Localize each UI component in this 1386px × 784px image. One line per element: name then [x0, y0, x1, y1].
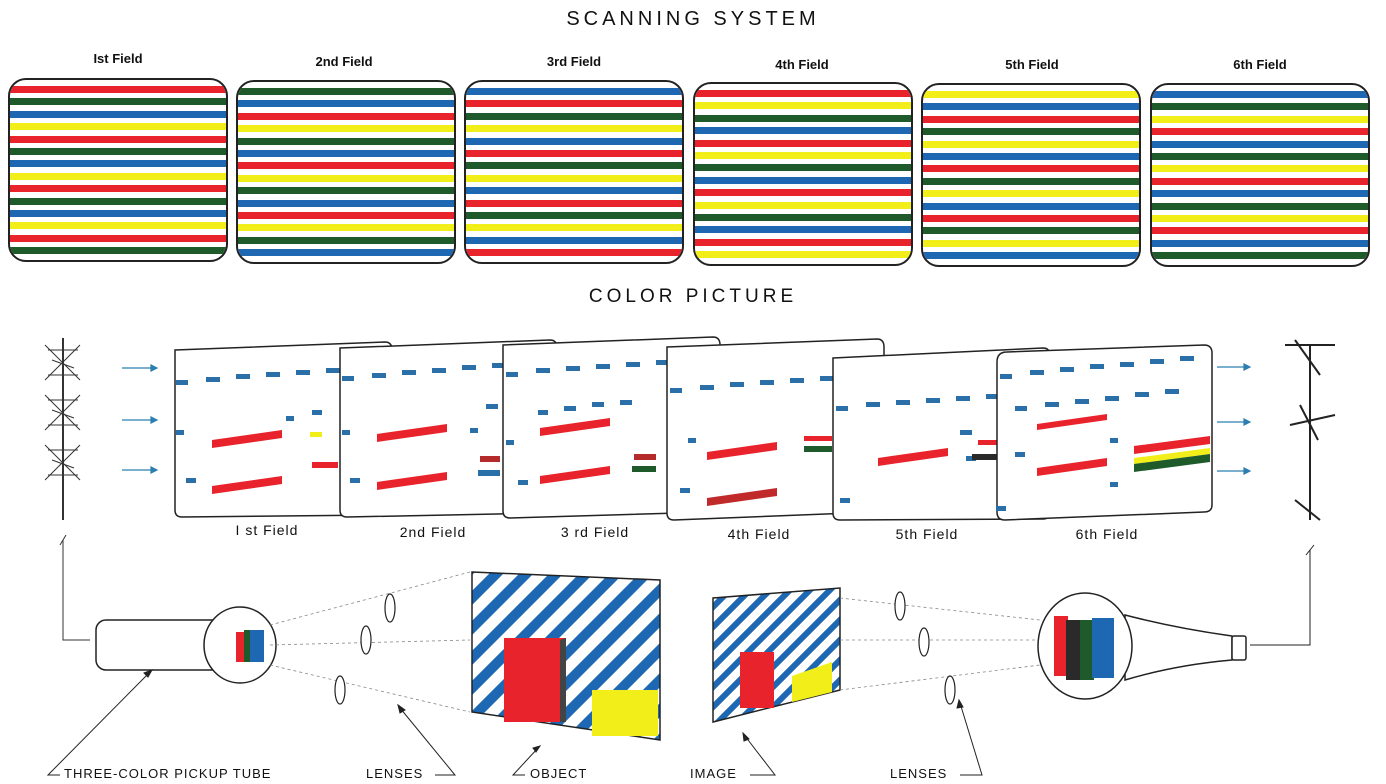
picture-field-label-6: 6th Field [1042, 526, 1172, 542]
transmitting-antenna [45, 338, 90, 640]
image [700, 580, 860, 730]
lenses-right-callout: LENSES [890, 766, 947, 781]
picture-field-label-3: 3 rd Field [530, 524, 660, 540]
pickup-tube [96, 607, 276, 683]
image-callout: IMAGE [690, 766, 737, 781]
picture-field-panel-6 [996, 345, 1212, 520]
object [440, 540, 710, 760]
output-arrows [1217, 364, 1250, 474]
optical-lines-right [840, 598, 1040, 690]
lenses-left-callout: LENSES [366, 766, 423, 781]
picture-field-label-5: 5th Field [862, 526, 992, 542]
input-arrows [122, 365, 157, 473]
object-callout: OBJECT [530, 766, 587, 781]
receiving-antenna [1250, 340, 1335, 645]
lenses-right [895, 592, 955, 704]
picture-tube [1038, 593, 1246, 699]
pickup-tube-callout: THREE-COLOR PICKUP TUBE [64, 766, 271, 781]
picture-field-label-2: 2nd Field [368, 524, 498, 540]
picture-field-label-4: 4th Field [694, 526, 824, 542]
picture-field-label-1: I st Field [202, 522, 332, 538]
